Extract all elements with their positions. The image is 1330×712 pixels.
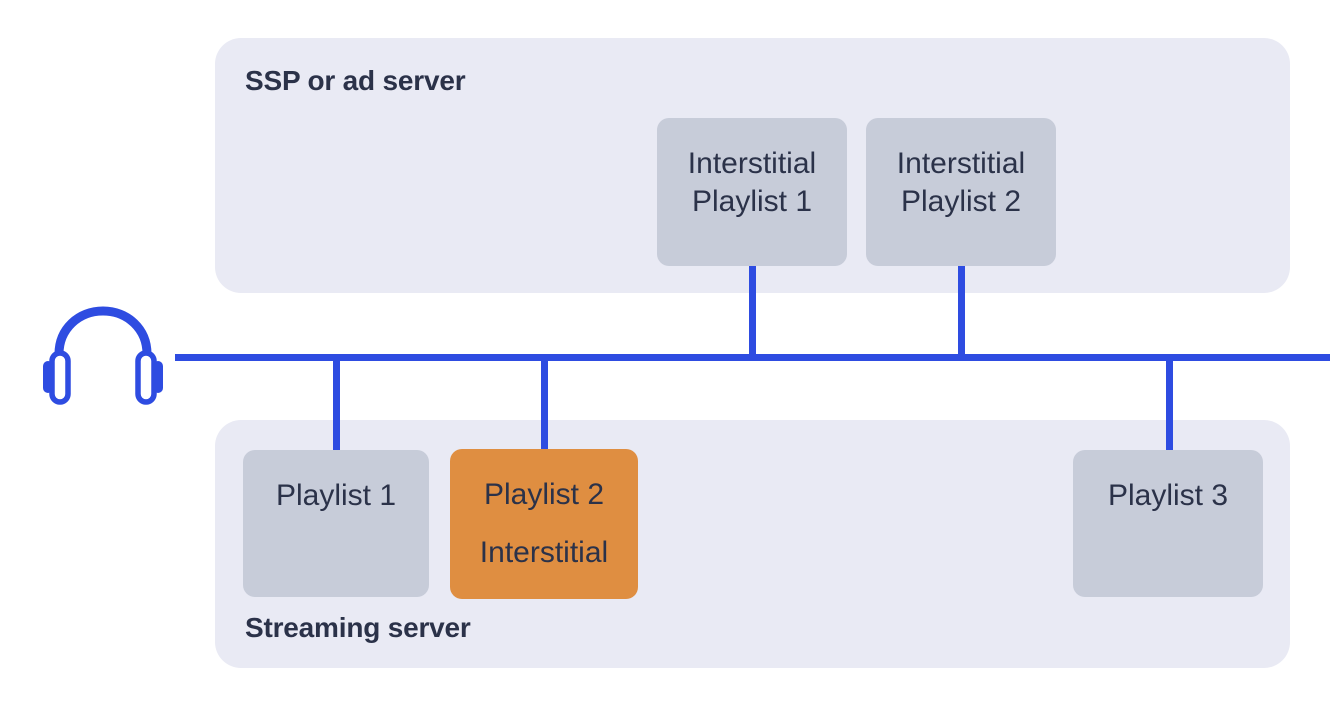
interstitial-playlist-1-node: Interstitial Playlist 1 [657,118,847,266]
streaming-panel-title: Streaming server [245,612,471,643]
playlist-1-node: Playlist 1 [243,450,429,597]
ssp-panel-title: SSP or ad server [245,65,466,96]
node-label: Interstitial [896,147,1026,180]
node-label: Interstitial [687,147,817,180]
interstitial-playlist-2-node: Interstitial Playlist 2 [866,118,1056,266]
connector-playlist-1 [333,356,340,452]
playlist-3-node: Playlist 3 [1073,450,1263,597]
node-label: Playlist 1 [691,185,813,218]
node-label: Playlist 2 [483,478,605,511]
connector-playlist-2 [541,356,548,452]
node-label: Playlist 2 [900,185,1022,218]
connector-interstitial-playlist-2 [958,264,965,358]
connector-interstitial-playlist-1 [749,264,756,358]
headphones-icon [43,306,163,405]
node-label: Playlist 3 [1107,479,1229,512]
node-label: Playlist 1 [275,479,397,512]
playlist-2-interstitial-node: Playlist 2 Interstitial [450,449,638,599]
connector-playlist-3 [1166,356,1173,452]
node-label: Interstitial [479,536,609,569]
